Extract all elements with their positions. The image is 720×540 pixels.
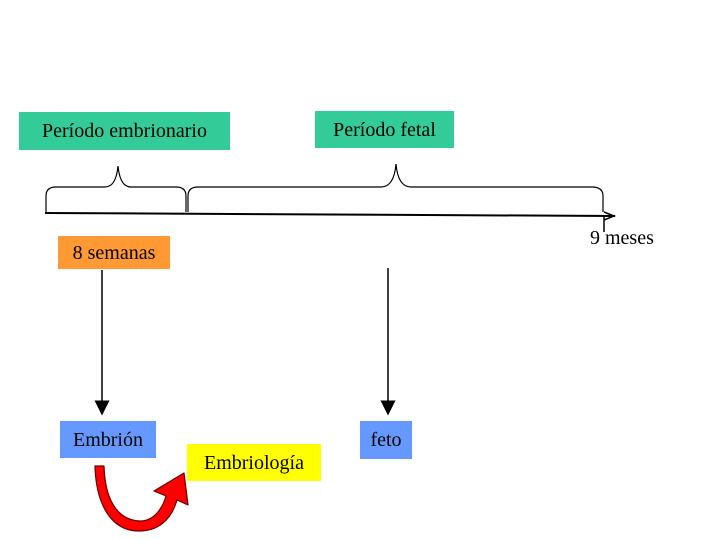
label-periodo-embrionario: Período embrionario bbox=[19, 112, 230, 150]
timeline-axis bbox=[44, 212, 616, 217]
label-embriologia: Embriología bbox=[187, 444, 321, 481]
label-embrion: Embrión bbox=[60, 421, 156, 458]
label-8-semanas: 8 semanas bbox=[58, 236, 170, 269]
label-periodo-fetal: Período fetal bbox=[315, 111, 454, 148]
brace-periodo-embrionario bbox=[45, 165, 187, 212]
label-feto: feto bbox=[360, 421, 412, 459]
label-9-meses: 9 meses bbox=[590, 227, 654, 249]
brace-periodo-fetal bbox=[187, 163, 604, 212]
curved-arrow-embrion-to-embriologia bbox=[94, 465, 189, 532]
timeline-end-arrow bbox=[603, 211, 617, 221]
